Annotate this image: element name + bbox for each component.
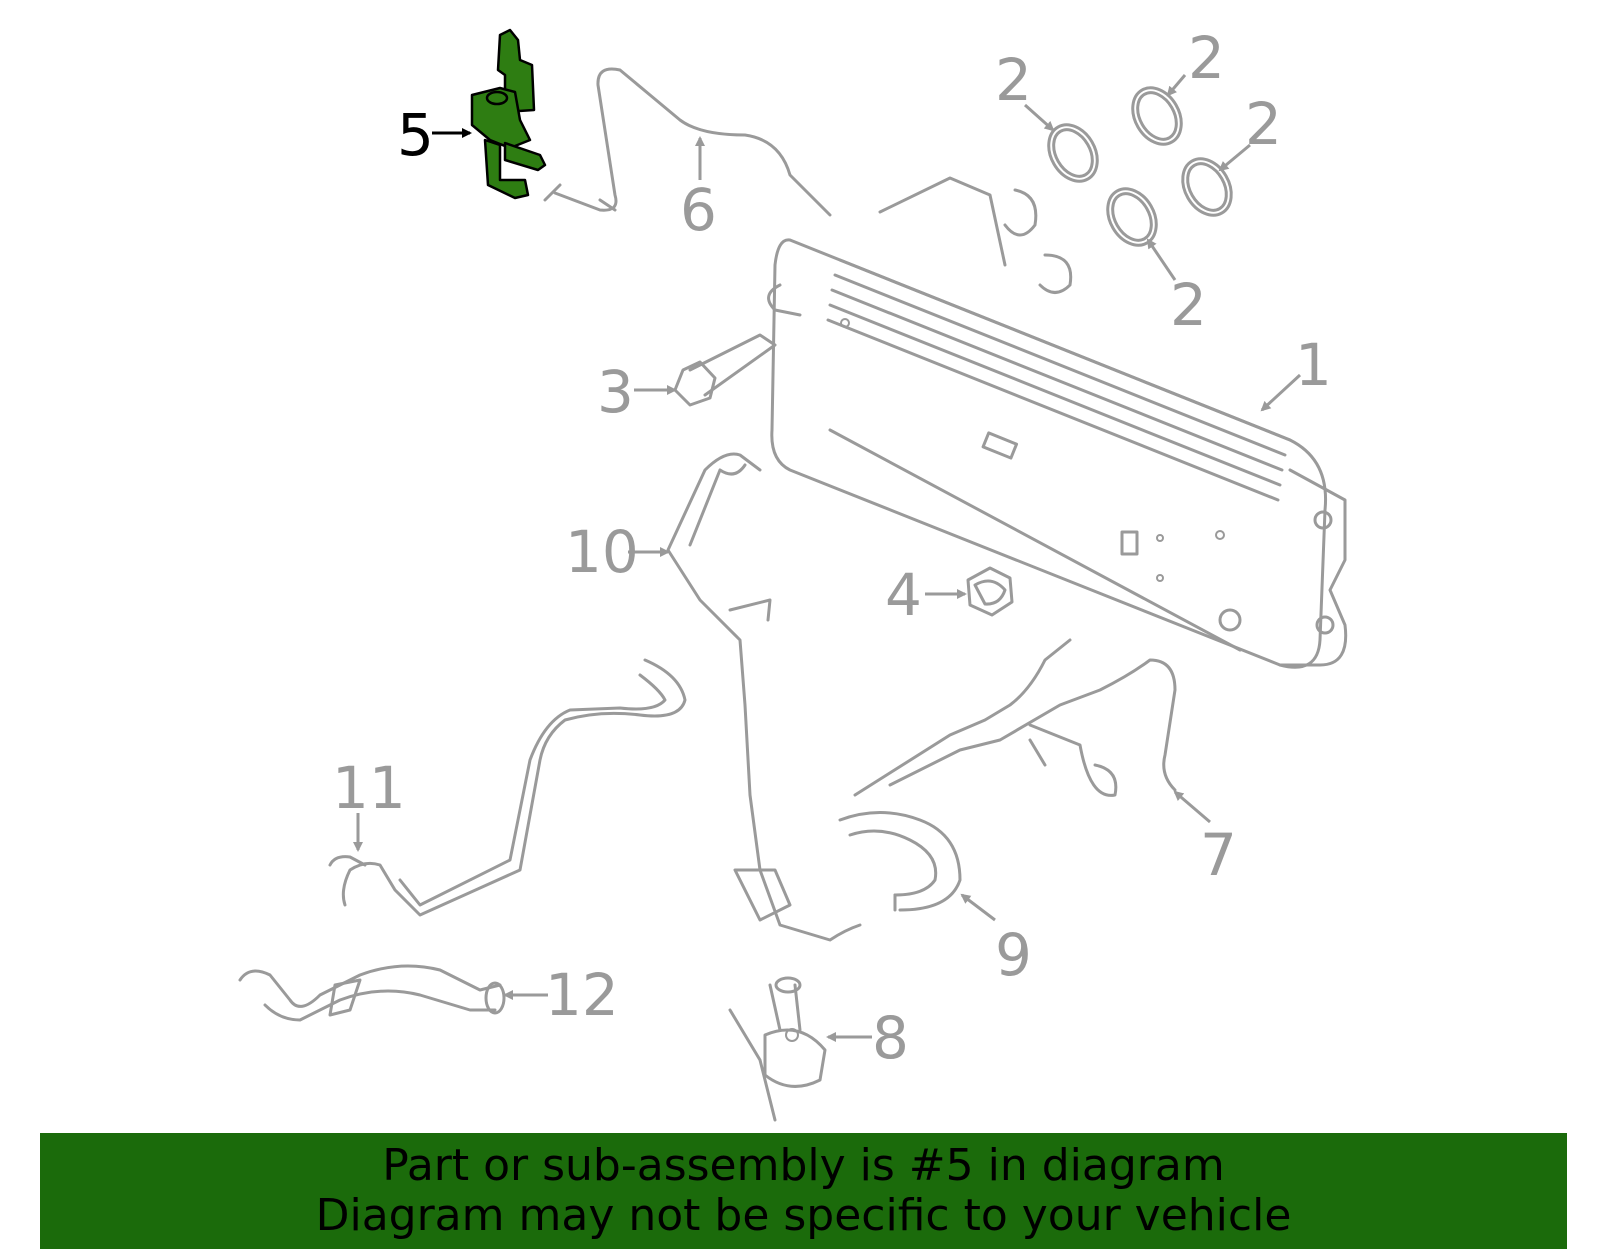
part-10-tube xyxy=(666,452,862,942)
callout-7: 7 xyxy=(1200,821,1237,889)
part-7-tube-assembly xyxy=(853,638,1177,797)
callout-4: 4 xyxy=(885,561,922,629)
callout-2: 2 xyxy=(1188,24,1225,92)
part-11-tube xyxy=(328,658,687,917)
callout-12: 12 xyxy=(545,961,619,1029)
info-banner: Part or sub-assembly is #5 in diagram Di… xyxy=(40,1133,1567,1249)
callout-9: 9 xyxy=(995,921,1032,989)
callout-2: 2 xyxy=(1170,271,1207,339)
leader-lines xyxy=(353,74,1302,1042)
part-4-nut xyxy=(966,566,1014,617)
callout-6: 6 xyxy=(680,176,717,244)
part-1-oil-cooler xyxy=(767,176,1348,669)
part-2-o-rings xyxy=(1047,86,1233,247)
callout-11: 11 xyxy=(332,754,406,822)
callout-8: 8 xyxy=(872,1004,909,1072)
banner-line-part-number: Part or sub-assembly is #5 in diagram xyxy=(382,1140,1225,1191)
callout-2: 2 xyxy=(995,46,1032,114)
banner-line-disclaimer: Diagram may not be specific to your vehi… xyxy=(315,1190,1292,1241)
part-9-hose xyxy=(838,811,962,912)
callout-2: 2 xyxy=(1245,90,1282,158)
callout-1: 1 xyxy=(1295,331,1332,399)
callout-3: 3 xyxy=(597,358,634,426)
part-5-highlighted xyxy=(470,28,547,200)
part-8-valve xyxy=(728,976,827,1122)
part-6-tube xyxy=(543,67,832,217)
callout-5: 5 xyxy=(397,101,434,169)
part-12-hose xyxy=(238,964,506,1022)
callout-10: 10 xyxy=(565,518,639,586)
part-3-bolt xyxy=(673,333,777,407)
